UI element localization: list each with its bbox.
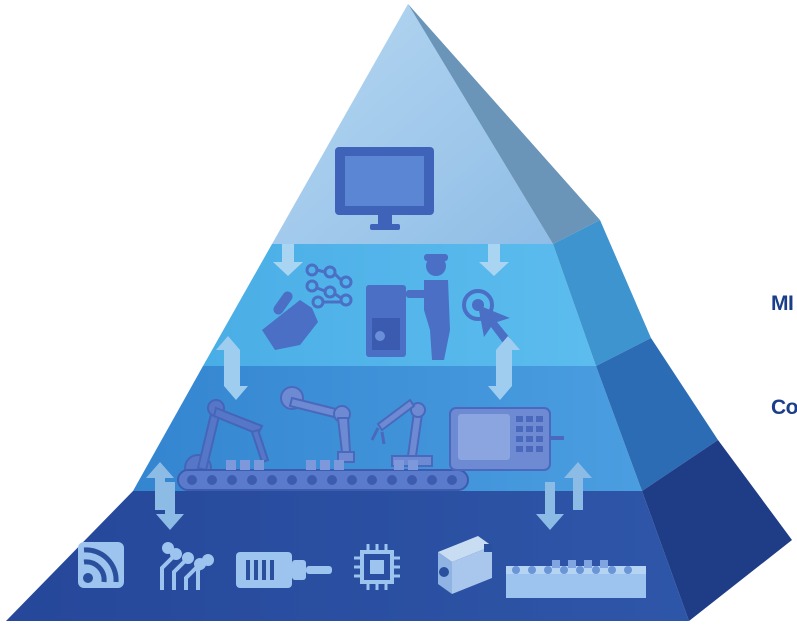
cursor-click-icon <box>462 289 510 343</box>
circuit-board-icon <box>160 542 214 590</box>
robot-arm-icon <box>280 386 355 463</box>
edge-label-mi: MI <box>771 292 794 315</box>
bidirectional-arrow <box>146 462 184 530</box>
servo-motor-icon <box>438 536 492 594</box>
control-panel-icon <box>449 407 564 471</box>
network-nodes-icon <box>305 263 353 309</box>
conveyor-belt-icon <box>177 460 469 491</box>
bidirectional-arrow <box>216 336 248 400</box>
side-level-2 <box>553 220 651 366</box>
down-arrow <box>479 244 509 276</box>
microchip-icon <box>354 544 400 590</box>
side-level-1 <box>408 4 600 244</box>
industrial-robot-arm-icon <box>184 399 270 482</box>
down-arrow <box>273 244 303 276</box>
edge-label-co: Co <box>771 396 797 419</box>
touch-hand-icon <box>262 291 318 350</box>
operator-at-machine-icon <box>366 254 450 360</box>
bidirectional-arrow <box>488 336 520 400</box>
usb-connector-icon <box>236 552 332 588</box>
wireless-signal-icon <box>78 542 124 588</box>
side-level-3 <box>596 338 718 491</box>
terminal-block-icon <box>506 560 646 598</box>
pyramid-side-face <box>408 4 792 621</box>
bidirectional-arrow <box>536 462 592 530</box>
side-level-4 <box>642 440 792 621</box>
monitor-icon <box>335 147 434 230</box>
